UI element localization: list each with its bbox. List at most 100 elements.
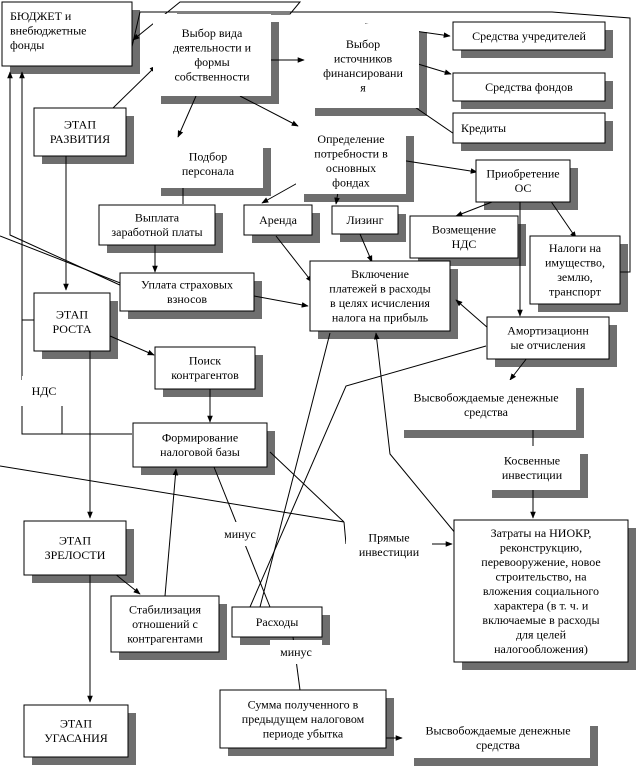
- staff-box: [153, 140, 263, 188]
- os-acq-label-line: Приобретение: [486, 167, 559, 181]
- inclusion-label-line: налога на прибыль: [332, 311, 429, 325]
- choose-activity-label-line: Выбор вида: [182, 26, 243, 40]
- stage-dev-label-line: ЭТАП: [64, 118, 96, 132]
- rnd-label-line: для целей: [516, 627, 567, 641]
- rent-node: Аренда: [259, 213, 298, 227]
- direct-label-line: инвестиции: [359, 545, 420, 559]
- search-box: [154, 346, 256, 390]
- rnd-label-line: характера (в т. ч. и: [494, 598, 589, 612]
- funds-node: Средства фондов: [485, 80, 573, 94]
- stabilization-label-line: Стабилизация: [129, 602, 201, 616]
- choose-activity-label-line: деятельности и: [173, 41, 252, 55]
- expenses-node: Расходы: [256, 615, 299, 629]
- salary-label-line: Выплата: [135, 211, 180, 225]
- indirect-label-line: инвестиции: [502, 468, 563, 482]
- choose-activity-label-line: собственности: [174, 70, 250, 84]
- expenses-label-line: Расходы: [256, 615, 299, 629]
- staff-label-line: Подбор: [189, 150, 228, 164]
- inclusion-label-line: в целях исчисления: [330, 296, 430, 310]
- connector-choose-activity-to-staff: [177, 95, 197, 138]
- rnd-box: [453, 519, 629, 663]
- line-tax-base-right: [269, 451, 345, 523]
- credits-box: [452, 112, 606, 144]
- released2-label-line: Высвобождаемые денежные: [425, 724, 570, 738]
- expenses-box: [231, 606, 323, 638]
- taxes-box: [529, 235, 621, 305]
- rnd-node: Затраты на НИОКР,реконструкцию,перевоору…: [481, 526, 600, 656]
- taxes-label-line: землю,: [557, 270, 593, 284]
- needs-label-line: фондах: [332, 176, 370, 190]
- minus2-label-line: минус: [280, 645, 312, 659]
- tax-base-label-line: Формирование: [162, 431, 238, 445]
- stabilization-box: [110, 595, 220, 653]
- connector-stabilization-to-tax-base: [164, 468, 179, 597]
- budget-box: [1, 1, 133, 67]
- stage-decline-label-line: УГАСАНИЯ: [44, 731, 108, 745]
- insurance-box: [119, 272, 255, 312]
- box-layer: [1, 1, 629, 758]
- needs-box: [296, 128, 406, 194]
- insurance-label-line: Уплата страховых: [141, 278, 233, 292]
- connector-taxes-to-budget: [126, 11, 631, 273]
- credits-node: Кредиты: [461, 121, 506, 135]
- rent-box: [243, 204, 313, 236]
- os-acq-box: [475, 159, 571, 203]
- stage-mature-label-line: ЗРЕЛОСТИ: [45, 548, 106, 562]
- connector-choose-sources-to-funds: [417, 63, 452, 75]
- line-rnd-top: [249, 345, 487, 608]
- indirect-box: [484, 446, 580, 490]
- stage-dev-label-line: РАЗВИТИЯ: [50, 132, 110, 146]
- direct-box: [346, 526, 432, 564]
- rnd-label-line: Затраты на НИОКР,: [491, 526, 592, 540]
- vat-refund-label-line: Возмещение: [432, 223, 496, 237]
- leasing-box: [331, 205, 399, 235]
- leasing-node: Лизинг: [346, 213, 383, 227]
- budget-label-line: фонды: [10, 38, 44, 52]
- connector-leasing-to-inclusion: [359, 233, 373, 263]
- needs-label-line: основных: [326, 161, 376, 175]
- vat-box: [22, 376, 66, 406]
- loss-label-line: предыдущем налоговом: [242, 712, 365, 726]
- connector-depreciation-to-inclusion: [455, 299, 489, 329]
- connector-stage-growth-to-search: [109, 335, 155, 356]
- needs-label-line: Определение: [317, 132, 384, 146]
- minus1-node: минус: [224, 527, 256, 541]
- stage-growth-label-line: РОСТА: [52, 322, 91, 336]
- depreciation-label-line: Амортизационн: [507, 324, 589, 338]
- label-layer: БЮДЖЕТ ивнебюджетныефондыЭТАПРАЗВИТИЯВыб…: [10, 9, 605, 752]
- choose-sources-label-line: я: [360, 81, 366, 95]
- depreciation-box: [486, 316, 610, 360]
- loss-label-line: Сумма полученного в: [248, 697, 359, 711]
- stage-mature-label-line: ЭТАП: [59, 534, 91, 548]
- connector-depreciation-to-released1: [509, 357, 528, 381]
- rnd-label-line: вложения социального: [483, 584, 599, 598]
- depreciation-label-line: ые отчисления: [511, 338, 586, 352]
- line-tax-base-left: [0, 465, 345, 523]
- released1-label-line: Высвобождаемые денежные: [413, 391, 558, 405]
- released2-box: [406, 718, 590, 758]
- stabilization-label-line: контрагентами: [127, 631, 203, 645]
- connector-needs-to-os-acq: [399, 159, 478, 174]
- salary-label-line: заработной платы: [111, 225, 202, 239]
- os-acq-label-line: ОС: [515, 181, 532, 195]
- staff-label-line: персонала: [182, 164, 235, 178]
- leasing-label-line: Лизинг: [346, 213, 383, 227]
- choose-activity-label-line: формы: [194, 55, 229, 69]
